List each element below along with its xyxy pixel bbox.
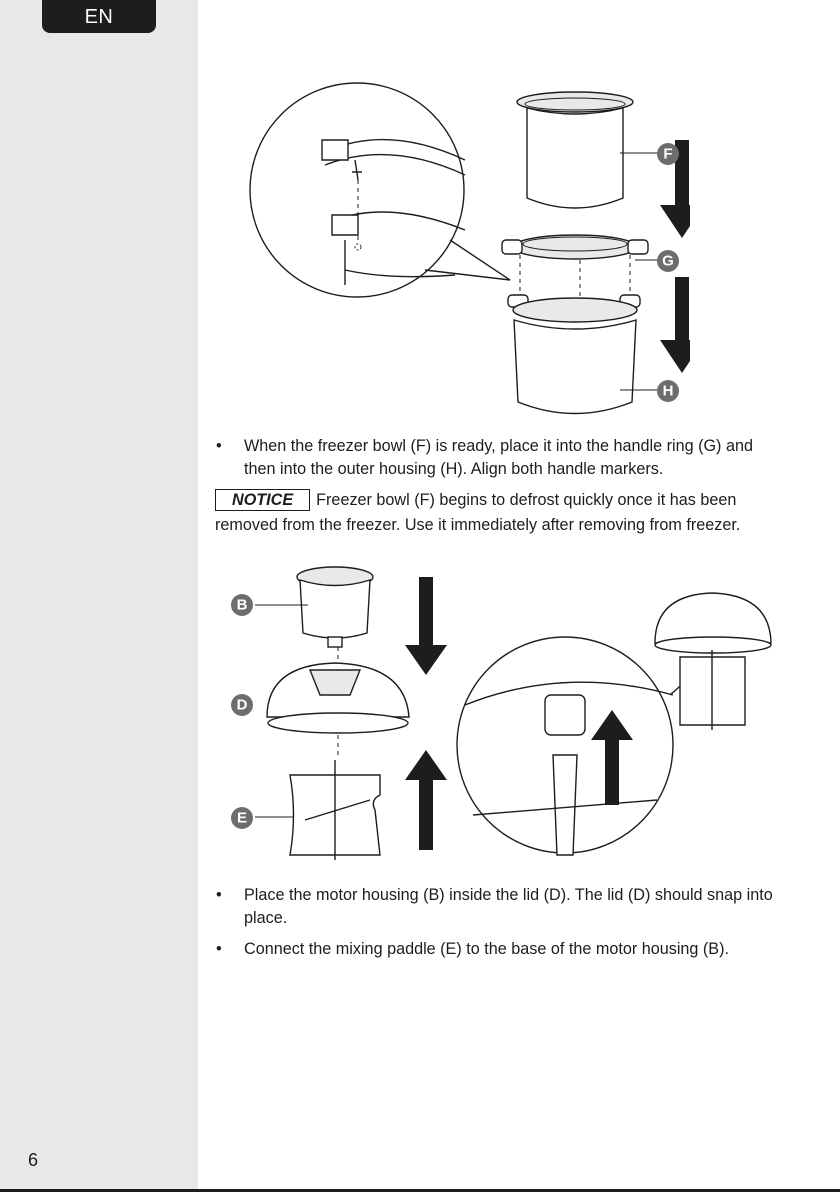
label-badge-h: [657, 380, 679, 402]
label-badge-f: [657, 143, 679, 165]
notice-label: NOTICE: [215, 489, 311, 511]
figure-freezer-bowl-assembly: F G H: [249, 82, 690, 415]
label-g: G: [662, 253, 674, 270]
label-badge-b: [231, 594, 253, 616]
lid-d: [266, 662, 410, 734]
bullet-dot: •: [216, 940, 222, 958]
label-badge-d: [231, 694, 253, 716]
notice-text: Freezer bowl (F) begins to defrost quick…: [215, 491, 741, 534]
instruction-text: Place the motor housing (B) inside the l…: [244, 886, 773, 927]
label-d: D: [237, 697, 248, 714]
arrow-down-icon: [405, 577, 447, 675]
mixing-paddle-e: [289, 760, 381, 860]
detail-magnifier: [456, 636, 711, 856]
assembled-lid: [654, 592, 772, 730]
arrow-down-icon: [660, 277, 690, 373]
label-badge-e: [231, 807, 253, 829]
label-b: B: [237, 597, 248, 614]
motor-housing-b: [296, 566, 374, 648]
instruction-bullet: • When the freezer bowl (F) is ready, pl…: [216, 435, 786, 481]
outer-housing-h: [507, 294, 641, 415]
instruction-text: Connect the mixing paddle (E) to the bas…: [244, 940, 729, 958]
label-badge-g: [657, 250, 679, 272]
arrow-up-icon: [405, 750, 447, 850]
arrow-down-icon: [660, 140, 690, 238]
page-number: 6: [28, 1150, 39, 1170]
instruction-bullet: • Connect the mixing paddle (E) to the b…: [216, 938, 786, 961]
label-h: H: [663, 383, 674, 400]
label-e: E: [237, 810, 247, 827]
bottom-rule: [0, 1189, 840, 1192]
language-tab: EN: [42, 0, 156, 33]
instruction-bullet: • Place the motor housing (B) inside the…: [216, 884, 786, 930]
detail-magnifier: [249, 82, 511, 298]
sidebar: EN 6: [0, 0, 198, 1192]
handle-ring-g: [501, 234, 649, 260]
freezer-bowl-f: [516, 91, 634, 209]
bullet-dot: •: [216, 886, 222, 904]
label-f: F: [663, 146, 672, 163]
instruction-text: When the freezer bowl (F) is ready, plac…: [244, 437, 753, 478]
bullet-dot: •: [216, 437, 222, 455]
figure-lid-assembly: B D E: [231, 566, 772, 860]
arrow-up-icon: [591, 710, 633, 805]
